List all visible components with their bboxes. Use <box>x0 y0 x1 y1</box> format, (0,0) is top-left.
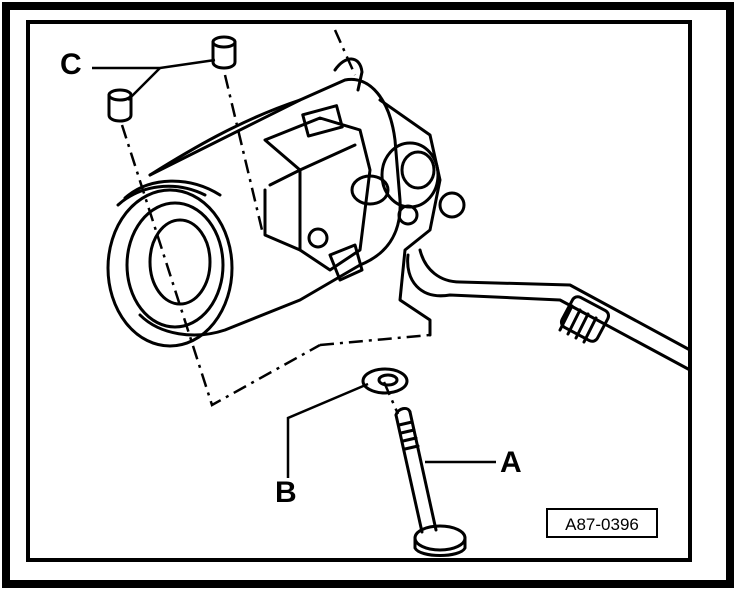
figure-code-box: A87-0396 <box>546 508 658 538</box>
bushing-c-upper <box>211 35 237 70</box>
axis-line-upper <box>223 74 264 231</box>
callout-c: C <box>60 48 82 81</box>
compressor <box>106 57 466 348</box>
refrigerant-line <box>406 248 692 372</box>
leader-c-lower <box>127 67 161 101</box>
leader-b <box>286 382 369 478</box>
bolt-a <box>394 406 467 557</box>
axis-line-rear <box>319 333 431 347</box>
pulley <box>106 188 234 348</box>
axis-line-bolt <box>382 381 400 415</box>
axis-line-lower <box>120 124 321 407</box>
axis-line-mount <box>333 29 357 76</box>
inner-border <box>26 20 692 562</box>
outer-border <box>2 2 734 588</box>
bushing-c-lower <box>107 88 133 123</box>
callout-a: A <box>500 446 522 479</box>
washer-b <box>361 367 409 395</box>
callout-b: B <box>275 476 297 509</box>
